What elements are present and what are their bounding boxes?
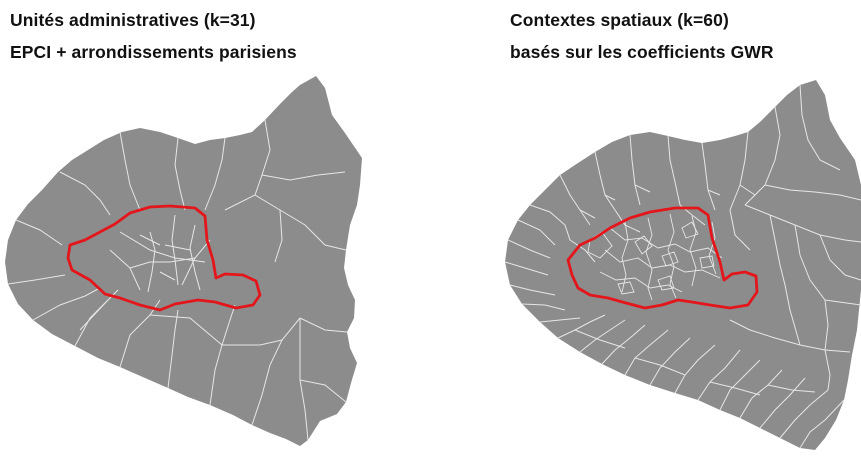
right-highlight-outline (566, 206, 759, 310)
right-inner-context-boundaries (587, 213, 723, 301)
left-map-panel: Unités administratives (k=31) EPCI + arr… (0, 0, 430, 459)
right-choropleth-map (504, 80, 861, 450)
left-region-territory (5, 76, 362, 446)
left-map-title: Unités administratives (k=31) (10, 10, 256, 30)
left-choropleth-map (5, 76, 362, 446)
right-map-title: Contextes spatiaux (k=60) (510, 10, 729, 30)
left-paris-arrondissement-boundaries (109, 214, 211, 293)
right-map-panel: Contextes spatiaux (k=60) basés sur les … (430, 0, 861, 459)
right-context-boundaries (504, 84, 861, 449)
left-map-subtitle: EPCI + arrondissements parisiens (10, 42, 297, 62)
left-epci-boundaries (7, 119, 348, 441)
right-region-territory (505, 80, 861, 450)
left-highlight-outline (66, 204, 262, 312)
right-map-subtitle: basés sur les coefficients GWR (510, 42, 774, 62)
